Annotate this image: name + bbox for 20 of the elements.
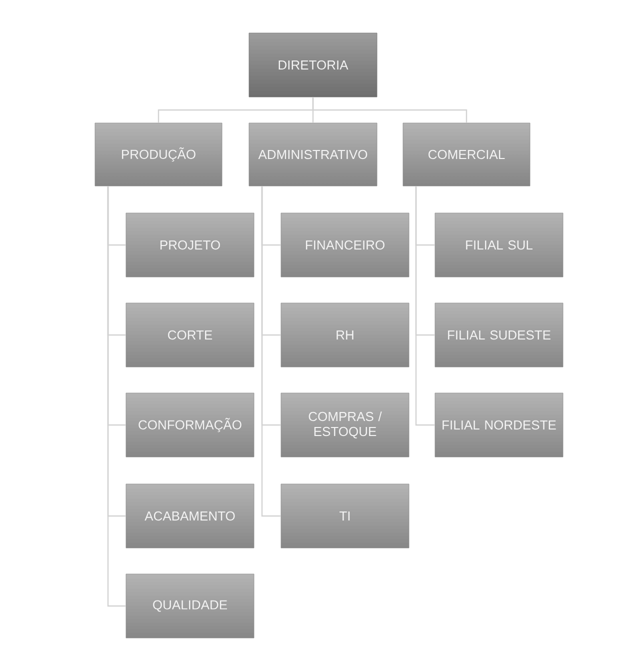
org-box: PRODUÇÃO — [94, 122, 222, 186]
org-box: ACABAMENTO — [126, 484, 254, 548]
org-box: COMERCIAL — [402, 122, 530, 186]
org-box: ADMINISTRATIVO — [248, 122, 378, 186]
connector-line — [312, 97, 468, 123]
connector-line — [415, 186, 435, 426]
org-box: QUALIDADE — [126, 574, 254, 638]
org-box: RH — [280, 302, 410, 368]
connector-line — [261, 186, 281, 517]
org-box: FILIAL SUL — [434, 212, 564, 278]
org-box: CORTE — [126, 302, 254, 368]
connector-line — [107, 186, 126, 607]
org-box: COMPRAS / ESTOQUE — [280, 392, 410, 458]
org-box: PROJETO — [126, 212, 254, 278]
org-box: FILIAL NORDESTE — [434, 392, 564, 458]
org-box: TI — [280, 484, 410, 548]
org-box: DIRETORIA — [248, 32, 378, 98]
org-box: FINANCEIRO — [280, 212, 410, 278]
org-box: FILIAL SUDESTE — [434, 302, 564, 368]
org-box: CONFORMAÇÃO — [126, 392, 254, 458]
